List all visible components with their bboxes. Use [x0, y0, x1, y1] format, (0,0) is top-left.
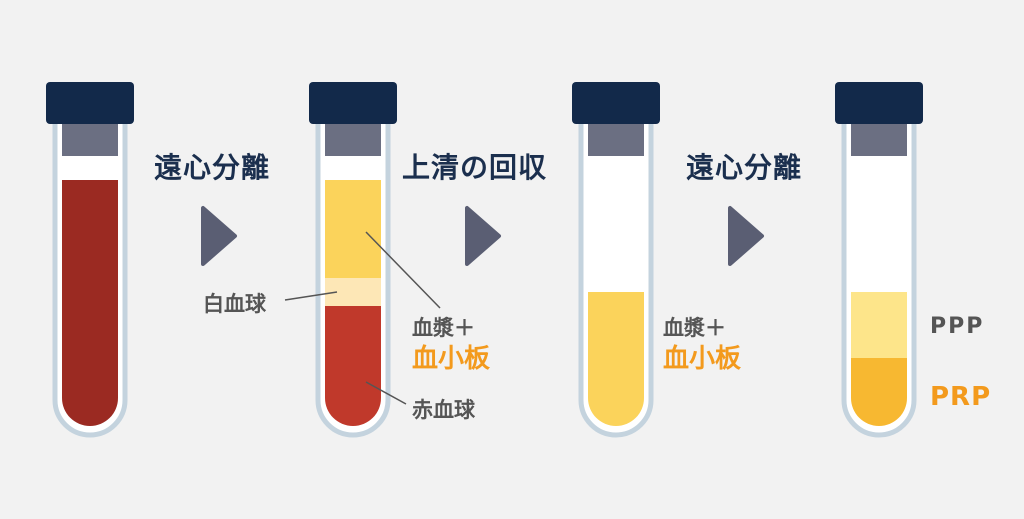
tube-2-cap [309, 82, 397, 124]
arrow-2-icon [465, 206, 501, 266]
tube-3-cap-inner [588, 122, 644, 156]
tube-3 [572, 82, 660, 438]
label-platelets-1: 血小板 [412, 344, 491, 374]
step-label-centrifuge-2: 遠心分離 [686, 151, 803, 184]
tube-4 [835, 82, 923, 438]
tube-1-whole-blood [62, 180, 118, 426]
step-label-centrifuge-1: 遠心分離 [154, 151, 271, 184]
tube-2-red-cells [325, 306, 381, 426]
tube-4-ppp-layer [851, 292, 907, 358]
leader-white-blood-cells [284, 291, 338, 301]
label-plasma-plus-1: 血漿＋ [412, 316, 475, 340]
tube-2-cap-inner [325, 122, 381, 156]
label-prp: PRP [930, 382, 992, 412]
arrow-1-icon [201, 206, 237, 266]
tube-2 [309, 82, 397, 438]
tube-4-prp-layer [851, 358, 907, 426]
tube-1-cap [46, 82, 134, 124]
leader-plasma [365, 231, 441, 309]
tube-3-plasma [588, 292, 644, 426]
tube-1-cap-inner [62, 122, 118, 156]
label-platelets-2: 血小板 [663, 344, 742, 374]
label-plasma-plus-2: 血漿＋ [663, 316, 726, 340]
label-red-blood-cells: 赤血球 [412, 398, 475, 422]
tube-1 [46, 82, 134, 438]
tube-3-cap [572, 82, 660, 124]
label-ppp: PPP [930, 314, 985, 339]
arrow-3-icon [728, 206, 764, 266]
leader-red-cells [365, 381, 407, 405]
step-label-collect-supernatant: 上清の回収 [402, 151, 548, 184]
label-white-blood-cells: 白血球 [203, 292, 266, 316]
tube-4-cap [835, 82, 923, 124]
tube-2-plasma [325, 180, 381, 278]
tube-4-cap-inner [851, 122, 907, 156]
